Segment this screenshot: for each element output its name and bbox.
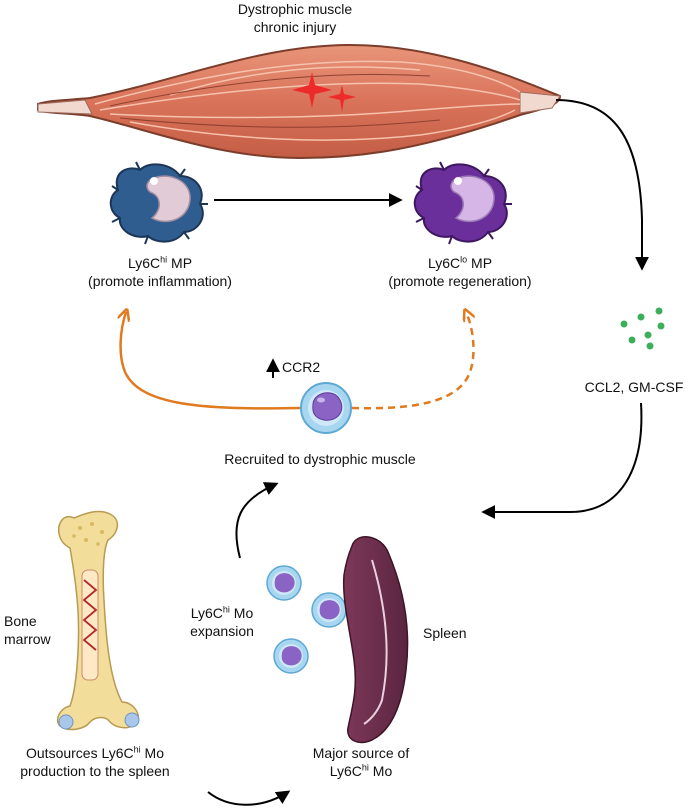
ly6c-hi-macrophage <box>109 161 208 245</box>
spleen-illustration <box>342 536 409 744</box>
chemokines-label: CCL2, GM-CSF <box>584 379 684 395</box>
femur-bone-illustration <box>56 510 140 731</box>
bone-marrow-label: Bone marrow <box>4 613 51 647</box>
muscle-label: Dystrophic muscle chronic injury <box>237 1 353 35</box>
ly6c-hi-mp-label: Ly6Chi MP (promote inflammation) <box>88 254 232 289</box>
injury-star-2 <box>328 85 356 112</box>
major-source-label: Major source of Ly6Chi Mo <box>312 745 410 779</box>
expansion-monocytes <box>266 565 347 674</box>
muscle-illustration <box>37 43 562 160</box>
injury-star-1 <box>292 72 332 108</box>
outsource-to-spleen-arrow <box>207 790 291 806</box>
regeneration-recruitment-arrow <box>351 312 473 410</box>
ccr2-label: CCR2 <box>282 359 321 375</box>
muscle-to-chemokine-arrow <box>555 99 649 271</box>
recruited-label: Recruited to dystrophic muscle <box>224 451 416 467</box>
inflammation-recruitment-arrow <box>121 312 301 410</box>
expansion-label: Ly6Chi Mo expansion <box>190 604 254 639</box>
ly6c-lo-macrophage <box>413 161 512 245</box>
recruited-monocyte <box>300 382 352 434</box>
outsource-label: Outsources Ly6Chi Mo production to the s… <box>20 744 170 779</box>
expansion-to-recruitment-arrow <box>235 482 279 559</box>
spleen-label: Spleen <box>423 625 467 641</box>
chemokine-dots <box>620 307 665 350</box>
ly6c-lo-mp-label: Ly6Clo MP (promote regeneration) <box>388 254 532 289</box>
chemokine-to-spleen-arrow <box>481 402 643 519</box>
